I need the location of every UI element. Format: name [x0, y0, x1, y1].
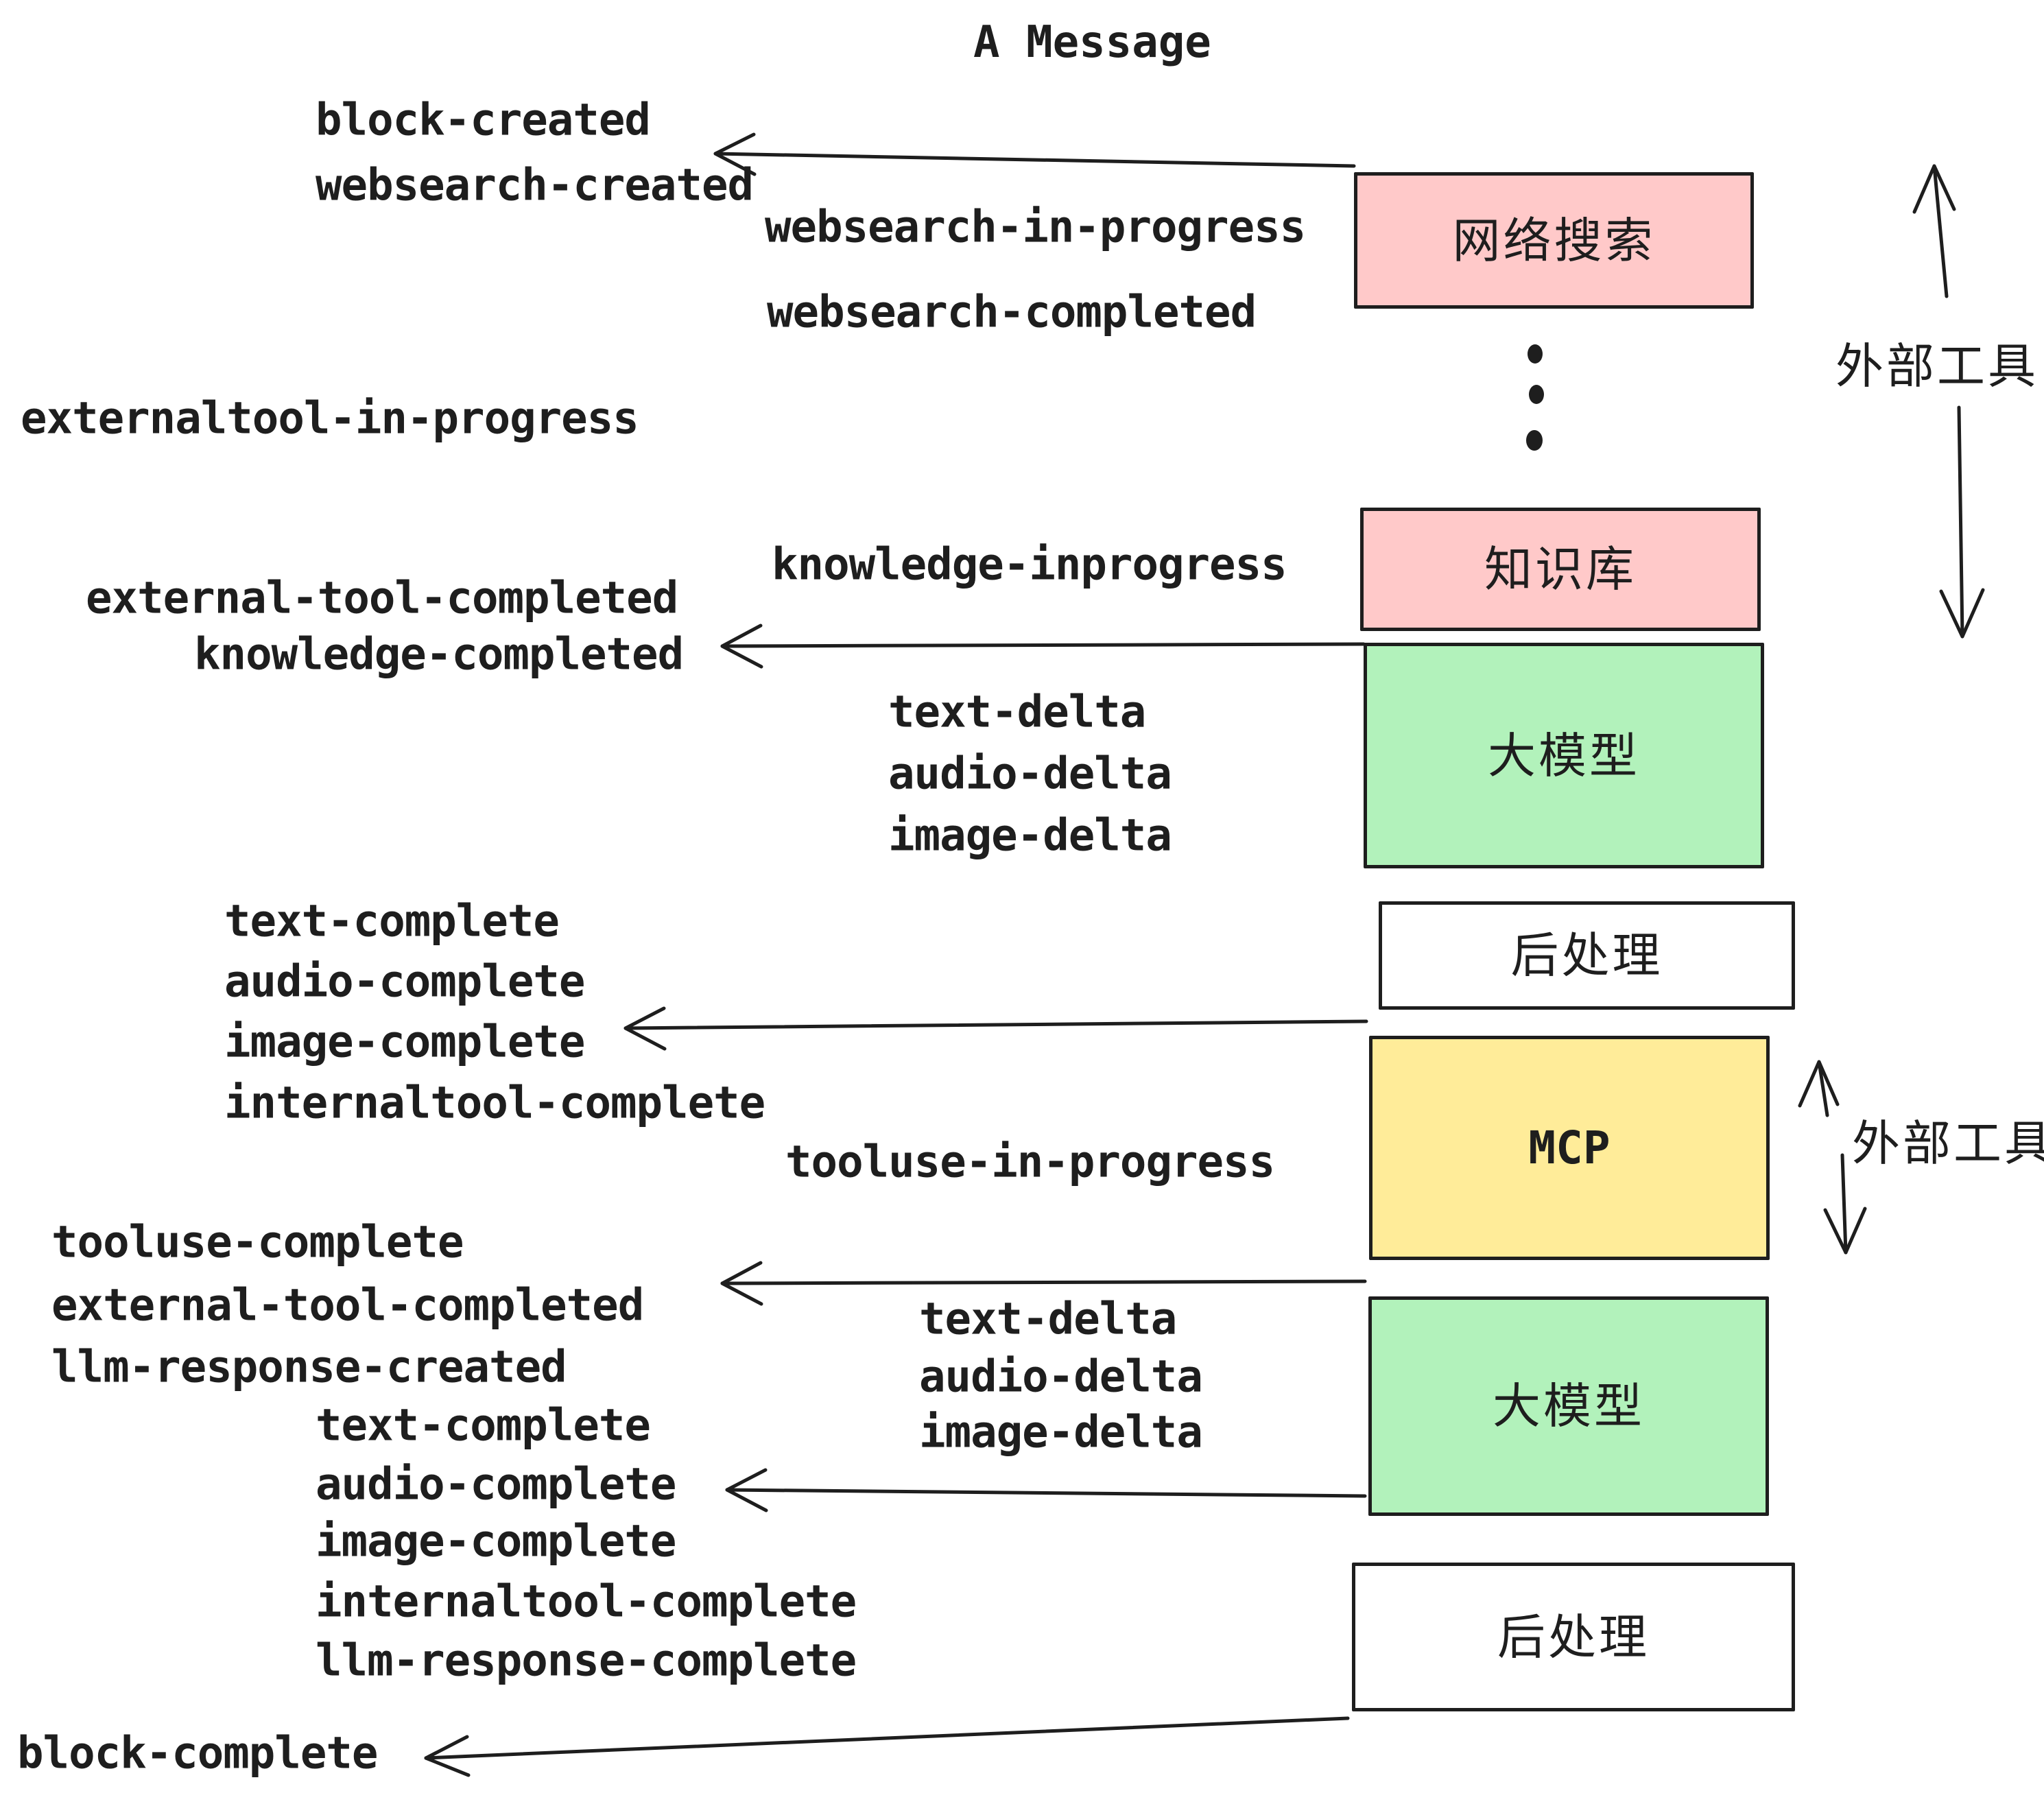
- box-knowledge: 知识库: [1360, 508, 1761, 631]
- event-label-internaltool-complete-2: internaltool-complete: [316, 1576, 857, 1628]
- box-mcp-label: MCP: [1528, 1121, 1611, 1174]
- event-label-external-tool-completed-1: external-tool-completed: [86, 573, 678, 624]
- event-label-knowledge-completed: knowledge-completed: [194, 629, 684, 680]
- event-label-audio-complete-2: audio-complete: [316, 1459, 676, 1510]
- event-label-audio-delta-2: audio-delta: [919, 1351, 1203, 1403]
- box-post-bottom: 后处理: [1352, 1563, 1795, 1711]
- page-title: A Message: [973, 17, 1211, 68]
- box-websearch-label: 网络搜索: [1452, 212, 1656, 269]
- annotation-external-tools-top: 外部工具: [1835, 338, 2039, 394]
- event-label-image-complete-1: image-complete: [224, 1017, 585, 1068]
- event-label-knowledge-inprogress: knowledge-inprogress: [772, 539, 1287, 591]
- arrow-post-to-image-complete: [623, 1006, 1368, 1051]
- arrow-llm-to-knowledge-completed: [720, 624, 1366, 669]
- event-label-websearch-in-progress: websearch-in-progress: [765, 202, 1306, 253]
- arrow-websearch-to-block-created: [713, 132, 1356, 176]
- arrow-external-tools-down: [1939, 405, 1985, 639]
- box-llm-bottom: 大模型: [1368, 1296, 1769, 1516]
- box-mcp: MCP: [1369, 1036, 1770, 1260]
- event-label-block-complete: block-complete: [17, 1728, 378, 1779]
- arrow-mcp-external-tools-up: [1798, 1060, 1840, 1117]
- event-label-tooluse-complete: tooluse-complete: [51, 1217, 464, 1268]
- event-label-text-delta-2: text-delta: [919, 1294, 1177, 1345]
- event-label-block-created: block-created: [316, 95, 651, 146]
- event-label-external-tool-completed-2: external-tool-completed: [51, 1280, 644, 1331]
- event-label-audio-complete-1: audio-complete: [224, 956, 585, 1008]
- arrow-external-tools-up: [1912, 164, 1956, 298]
- box-llm-top: 大模型: [1364, 643, 1764, 868]
- annotation-external-tools-mid: 外部工具: [1852, 1115, 2044, 1172]
- arrow-post2-to-block-complete: [424, 1716, 1350, 1777]
- box-llm-bottom-label: 大模型: [1493, 1378, 1645, 1434]
- event-label-image-complete-2: image-complete: [316, 1516, 676, 1567]
- event-label-websearch-created: websearch-created: [316, 160, 754, 211]
- box-post-top-label: 后处理: [1510, 927, 1663, 984]
- box-post-top: 后处理: [1379, 901, 1795, 1010]
- vertical-ellipsis-dots: [1526, 344, 1544, 451]
- event-label-image-delta-1: image-delta: [888, 810, 1172, 862]
- box-post-bottom-label: 后处理: [1497, 1609, 1650, 1665]
- box-knowledge-label: 知识库: [1484, 541, 1637, 597]
- event-label-text-complete-1: text-complete: [224, 896, 560, 947]
- event-label-audio-delta-1: audio-delta: [888, 748, 1172, 800]
- event-label-llm-response-created: llm-response-created: [51, 1342, 567, 1393]
- box-llm-top-label: 大模型: [1488, 727, 1640, 784]
- arrow-llm2-to-audio-complete: [725, 1468, 1367, 1512]
- event-label-text-delta-1: text-delta: [888, 687, 1146, 738]
- event-label-text-complete-2: text-complete: [316, 1400, 651, 1451]
- event-label-tooluse-in-progress: tooluse-in-progress: [785, 1137, 1275, 1188]
- box-websearch: 网络搜索: [1354, 172, 1754, 309]
- event-label-llm-response-complete: llm-response-complete: [316, 1635, 857, 1687]
- event-label-websearch-completed: websearch-completed: [767, 287, 1257, 338]
- event-label-image-delta-2: image-delta: [919, 1407, 1203, 1458]
- event-label-externaltool-in-progress: externaltool-in-progress: [21, 393, 639, 444]
- event-label-internaltool-complete-1: internaltool-complete: [224, 1078, 765, 1129]
